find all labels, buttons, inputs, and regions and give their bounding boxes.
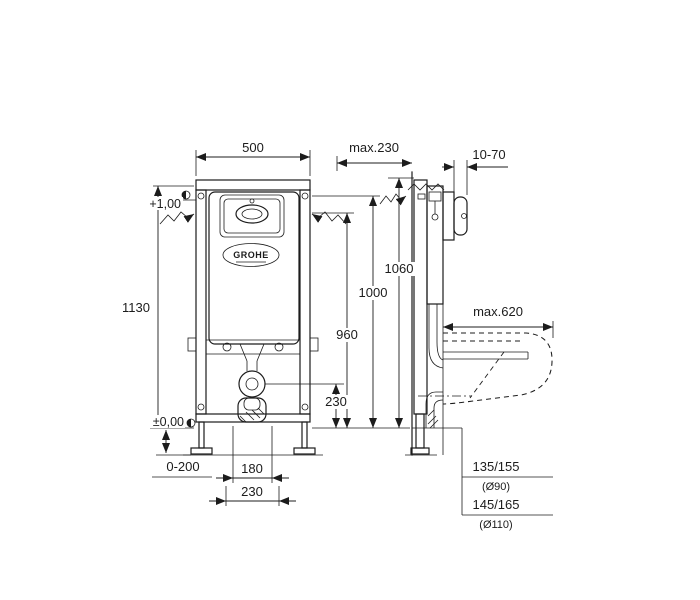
outlet-bend (425, 391, 443, 428)
brand-logo-oval (222, 243, 280, 267)
toilet-bowl-outline (442, 332, 553, 405)
brand-logo-text: GROHE (233, 250, 269, 260)
label-h1000: 1000 (359, 285, 388, 300)
side-foot (415, 413, 425, 449)
frame-left-rail (195, 189, 207, 415)
label-front-height: 1130 (122, 300, 150, 315)
side-cistern (426, 185, 444, 305)
cut-arrow-side (379, 193, 407, 206)
dim-bowl-depth (443, 321, 554, 338)
label-outlet-110: 145/165 (473, 497, 520, 512)
dim-spacing-180 (216, 426, 289, 483)
label-masks (147, 197, 421, 428)
label-foot-adjust: 0-200 (166, 459, 199, 474)
label-spacing-180: 180 (241, 461, 263, 476)
dim-max-depth (336, 156, 412, 171)
label-outlet-height: 230 (325, 394, 347, 409)
label-max-depth: max.230 (349, 140, 399, 155)
fill-valve (428, 191, 442, 202)
label-outlet-90-dia: (Ø90) (482, 481, 510, 493)
bowl-profile (442, 332, 553, 405)
fixing-bolt-right (274, 342, 284, 352)
wall-bracket-left (187, 337, 197, 352)
flush-pipe (428, 304, 444, 369)
label-level-plus: +1,00 (149, 197, 181, 211)
side-rail (413, 179, 428, 415)
label-spacing-230: 230 (241, 484, 263, 499)
label-h1060: 1060 (385, 261, 414, 276)
adjustable-foot-right (301, 421, 308, 449)
wall-bracket-right (309, 337, 319, 352)
label-outlet-110-dia: (Ø110) (479, 519, 512, 531)
flush-button (235, 204, 269, 224)
flush-plate-recess (219, 194, 285, 238)
outlet-flange (238, 370, 266, 398)
dim-front-width (195, 150, 311, 176)
dims-heights (312, 177, 414, 429)
front-view-pipework (206, 339, 300, 423)
wall-cut-marks (159, 193, 407, 225)
label-front-width: 500 (242, 140, 264, 155)
top-cut-line (407, 183, 445, 191)
label-level-zero: ±0,00 (153, 415, 184, 429)
adjustable-foot-left (198, 421, 205, 449)
dim-spacing-230 (209, 486, 296, 506)
label-bowl-depth: max.620 (473, 304, 523, 319)
dim-foot-adjust (152, 430, 212, 478)
fixing-bolt-left (222, 342, 232, 352)
dim-front-height (150, 185, 194, 429)
label-plate-range: 10-70 (472, 147, 505, 162)
front-view-frame (183, 179, 323, 456)
flush-plate-side (453, 196, 468, 236)
front-view-cistern (208, 191, 300, 345)
outlet-height-callouts (461, 428, 553, 516)
plate-support (442, 191, 455, 241)
label-outlet-90: 135/155 (473, 459, 520, 474)
cut-arrow-left (159, 211, 195, 225)
side-view (405, 171, 472, 456)
cut-arrow-right (311, 211, 347, 225)
dim-plate-range (442, 160, 508, 196)
frame-right-rail (299, 189, 311, 415)
cistern-body (208, 191, 300, 345)
label-h960: 960 (336, 327, 358, 342)
level-marks (174, 190, 196, 428)
